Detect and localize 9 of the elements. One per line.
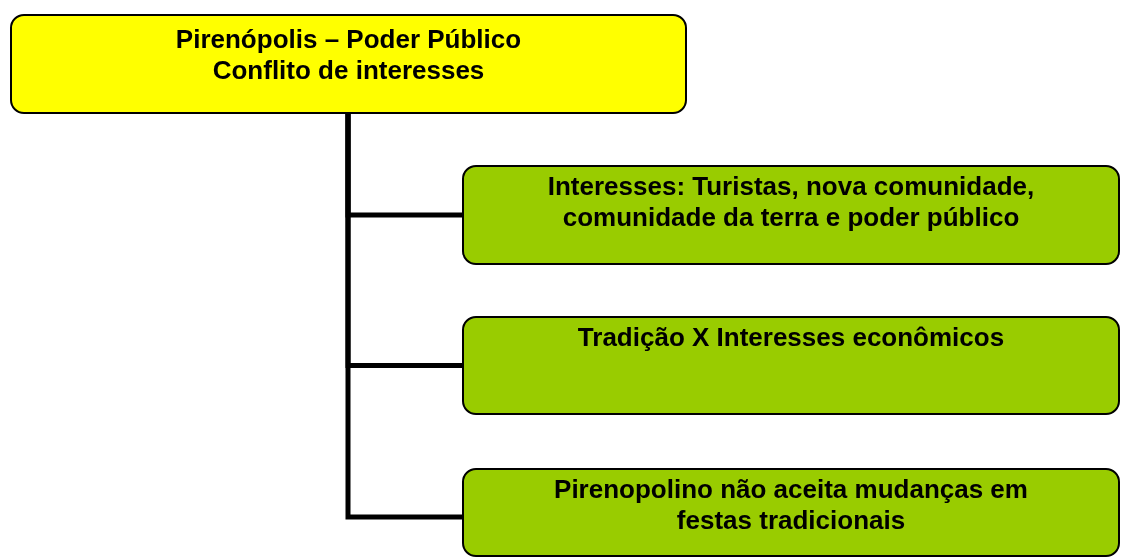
- node-text: Pirenopolino não aceita mudanças em festas tradicionais: [553, 474, 1029, 536]
- node-text: Interesses: Turistas, nova comunidade, comunidade da terra e poder público: [546, 171, 1036, 233]
- node-text: Pirenópolis – Poder Público Conflito de interesses: [174, 24, 523, 86]
- node-text: Tradição X Interesses econômicos: [576, 322, 1006, 353]
- topic-box: [462, 316, 1120, 415]
- connector-line: [345, 114, 462, 520]
- topic-box: [462, 165, 1120, 265]
- title-box: [10, 14, 687, 114]
- topic-box: [462, 468, 1120, 557]
